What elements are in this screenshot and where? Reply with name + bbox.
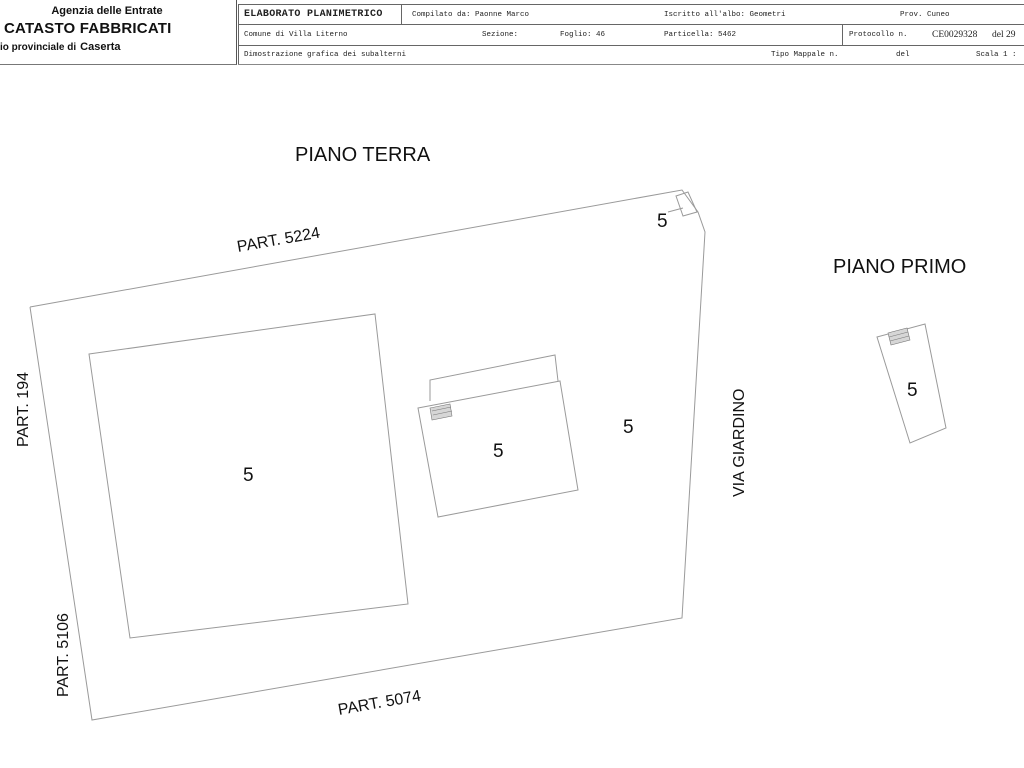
header-row-3: Dimostrazione grafica dei subalterni Tip… [238, 45, 1024, 65]
boundary-south: PART. 5074 [337, 688, 423, 719]
comune: Comune di Villa Literno [238, 25, 348, 45]
boundary-east-street: VIA GIARDINO [731, 389, 748, 497]
floor-title-ground: PIANO TERRA [295, 144, 431, 166]
protocollo-date: del 29 [992, 30, 1016, 40]
subalterno-number: 5 [243, 465, 254, 486]
stairs-icon [429, 403, 453, 421]
boundary-west: PART. 194 [15, 372, 32, 447]
cadastre-header-table: ELABORATO PLANIMETRICO Compilato da: Pao… [238, 4, 1024, 66]
service-name: CATASTO FABBRICATI [4, 20, 172, 37]
protocollo-value: CE0029328 [932, 30, 978, 40]
sezione: Sezione: [482, 31, 519, 39]
cadastre-header-logo-block: Agenzia delle Entrate CATASTO FABBRICATI… [0, 0, 237, 65]
office-prefix: io provinciale di [0, 42, 77, 53]
subalterno-number: 5 [657, 211, 668, 232]
boundary-north: PART. 5224 [236, 225, 322, 256]
first-floor-unit-outline [876, 323, 947, 444]
subalterno-number: 5 [493, 441, 504, 462]
middle-building-upper-strip [429, 354, 559, 401]
province: Prov. Cuneo [900, 10, 950, 19]
scale: Scala 1 : [976, 50, 1017, 59]
office-city: Caserta [80, 41, 121, 53]
large-building-outline [88, 313, 409, 639]
parcel-boundary [29, 189, 706, 721]
document-title: ELABORATO PLANIMETRICO [238, 5, 402, 24]
particella: Particella: 5462 [664, 31, 737, 39]
boundary-southwest: PART. 5106 [55, 613, 72, 697]
header-row-2: Comune di Villa Literno Sezione: Foglio:… [238, 24, 1024, 46]
stairs-icon [887, 327, 911, 346]
compiled-by: Compilato da: Paonne Marco [412, 10, 530, 19]
floor-title-first: PIANO PRIMO [833, 256, 966, 278]
tipo-mappale: Tipo Mappale n. [771, 50, 839, 59]
middle-building-outline [417, 380, 579, 518]
description: Dimostrazione grafica dei subalterni [238, 45, 406, 64]
protocollo-label: Protocollo n. [842, 25, 908, 45]
registered-board: Iscritto all'albo: Geometri [664, 10, 786, 19]
subalterno-number: 5 [907, 380, 918, 401]
tipo-mappale-del: del [896, 50, 910, 59]
agency-name: Agenzia delle Entrate [51, 5, 163, 17]
corner-annex-outline [675, 191, 698, 217]
foglio: Foglio: 46 [560, 31, 606, 39]
subalterno-number: 5 [623, 417, 634, 438]
